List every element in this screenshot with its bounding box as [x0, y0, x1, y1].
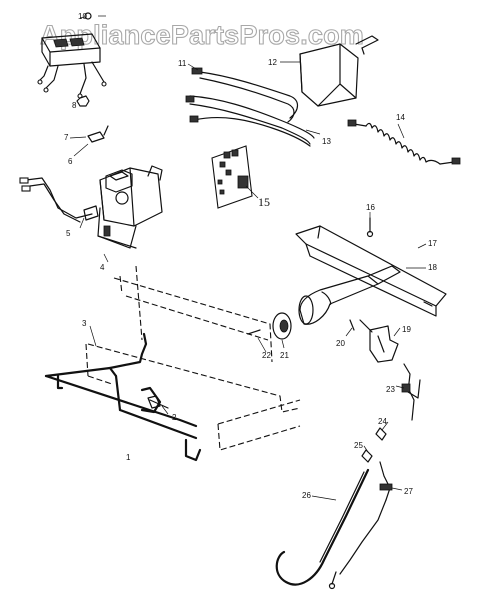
callout-17: 17	[428, 239, 437, 248]
callout-19: 19	[402, 325, 411, 334]
callout-23: 23	[386, 385, 395, 394]
part-14-coiled-wire	[347, 119, 461, 165]
part-15-wiring-label	[211, 145, 253, 209]
part-12-control-box	[299, 35, 379, 107]
callout-18: 18	[428, 263, 437, 272]
callout-24: 24	[378, 417, 387, 426]
part-16-screw	[366, 217, 374, 238]
callout-4: 4	[100, 263, 105, 272]
callout-12: 12	[268, 58, 277, 67]
part-4-gas-valve	[97, 165, 163, 249]
part-11-13-wires	[185, 67, 315, 147]
callout-20: 20	[336, 339, 345, 348]
callout-21: 21	[280, 351, 289, 360]
callout-8: 8	[72, 101, 77, 110]
part-7-sensor	[69, 125, 109, 157]
part-3-dashed-panels	[85, 265, 301, 451]
callout-13: 13	[322, 137, 331, 146]
part-1-burner-frame	[44, 332, 202, 462]
callout-1: 1	[126, 453, 131, 462]
part-23-pilot	[401, 363, 421, 421]
part-5-wire-harness	[19, 177, 99, 223]
callout-labels: 10 8 7 6 5 4 3 2 1 11 12 13 14 15 16 17 …	[64, 12, 437, 500]
callout-27: 27	[404, 487, 413, 496]
leader-lines	[79, 15, 427, 501]
part-22-pin	[247, 329, 261, 335]
part-8-nut	[76, 95, 90, 107]
part-19-pilot-bracket	[359, 319, 399, 363]
callout-14: 14	[396, 113, 405, 122]
callout-15: 15	[258, 195, 270, 209]
part-24-fitting	[375, 427, 387, 441]
callout-7: 7	[64, 133, 69, 142]
part-21-orifice-disc	[272, 312, 292, 340]
callout-22: 22	[262, 351, 271, 360]
callout-2: 2	[172, 413, 177, 422]
part-17-bracket	[295, 225, 447, 317]
callout-25: 25	[354, 441, 363, 450]
part-2-orifice-fitting	[147, 395, 161, 409]
callout-6: 6	[68, 157, 73, 166]
callout-26: 26	[302, 491, 311, 500]
callout-5: 5	[66, 229, 71, 238]
part-10-screw	[79, 12, 92, 20]
part-26-pilot-tube	[275, 468, 370, 586]
callout-16: 16	[366, 203, 375, 212]
callout-3: 3	[82, 319, 87, 328]
part-27-thermocouple	[328, 461, 393, 590]
watermark-text: AppliancePartsPros.com	[40, 20, 364, 50]
part-9-transformer	[37, 33, 107, 99]
part-25-fitting	[361, 449, 373, 463]
part-18-burner-tube	[298, 265, 401, 325]
part-20-screw	[349, 319, 355, 331]
callout-10: 10	[78, 12, 87, 21]
callout-11: 11	[178, 59, 187, 68]
